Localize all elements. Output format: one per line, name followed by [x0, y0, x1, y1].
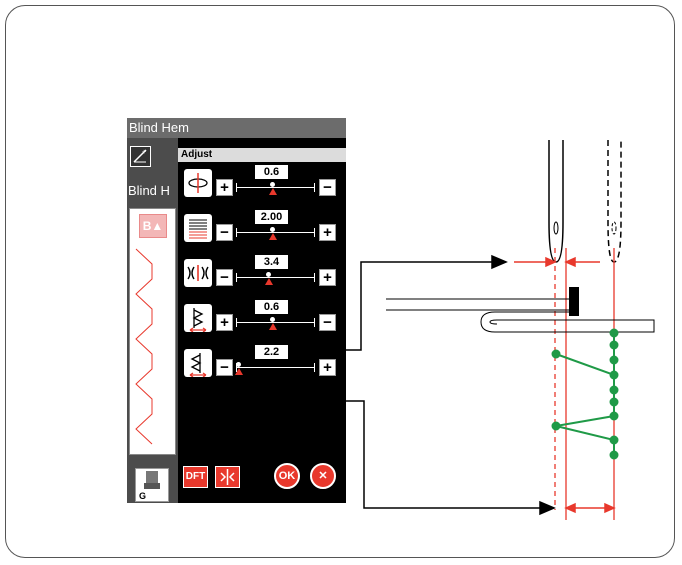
default-button[interactable]: DFT	[183, 466, 208, 488]
adjust-row-5: − 2.2 +	[178, 345, 346, 385]
decrease-button[interactable]: −	[319, 314, 336, 331]
slider-dot	[266, 272, 271, 277]
adjust-row-1: + 0.6 −	[178, 165, 346, 205]
slider-marker[interactable]	[235, 368, 243, 375]
slider-dot	[236, 362, 241, 367]
adjust-row-4: + 0.6 −	[178, 300, 346, 340]
adjust-row-2: − 2.00 +	[178, 210, 346, 250]
decrease-button[interactable]: −	[319, 179, 336, 196]
increase-button[interactable]: +	[319, 224, 336, 241]
value-display: 0.6	[255, 300, 288, 314]
slider-dot	[270, 227, 275, 232]
bite-dimension-arrow	[514, 256, 600, 268]
mode-icon[interactable]: +	[130, 146, 151, 167]
stitch-preview: B▲	[129, 208, 176, 455]
presser-foot-icon[interactable]: G	[135, 468, 169, 502]
decrease-button[interactable]: −	[216, 269, 233, 286]
adjust-panel: Adjust + 0.6 − − 2.00	[178, 148, 346, 503]
left-panel: + Blind H B▲ G	[127, 138, 178, 503]
stitch-width-icon	[184, 169, 212, 197]
adjust-row-3: − 3.4 +	[178, 255, 346, 295]
slider-track[interactable]	[236, 187, 314, 188]
screen-title: Blind Hem	[127, 118, 346, 138]
slider-track[interactable]	[236, 322, 314, 323]
blind-stitch-pattern	[551, 328, 619, 460]
pattern-name: Blind H	[128, 183, 170, 198]
value-display: 0.6	[255, 165, 288, 179]
value-display: 2.2	[255, 345, 288, 359]
fabric-fold	[386, 298, 655, 333]
mirror-button[interactable]	[215, 466, 240, 488]
increase-button[interactable]: +	[216, 179, 233, 196]
foot-label: G	[139, 491, 147, 501]
decrease-button[interactable]: −	[216, 359, 233, 376]
value-display: 3.4	[255, 255, 288, 269]
decrease-button[interactable]: −	[216, 224, 233, 241]
stitch-length-icon	[184, 214, 212, 242]
hem-guide-icon	[569, 287, 579, 316]
leader-line-bite	[346, 254, 508, 351]
bite-width-icon	[184, 304, 212, 333]
leader-line-pitch	[346, 400, 556, 516]
ok-button[interactable]: OK	[274, 463, 300, 489]
figure-frame	[5, 5, 675, 558]
pitch-width-icon	[184, 349, 212, 378]
slider-dot	[270, 317, 275, 322]
value-display: 2.00	[255, 210, 288, 224]
needle-icon	[548, 140, 564, 263]
slider-marker[interactable]	[269, 188, 277, 195]
needle-alt-position-icon	[607, 140, 622, 263]
increase-button[interactable]: +	[319, 269, 336, 286]
lcd-screen: Blind Hem + Blind H B▲ G Adjust + 0.6	[127, 118, 346, 503]
pattern-badge: B▲	[139, 214, 167, 238]
slider-track[interactable]	[236, 367, 314, 368]
slider-track[interactable]	[236, 277, 314, 278]
slider-marker[interactable]	[265, 278, 273, 285]
close-button[interactable]: ✕	[310, 463, 336, 489]
adjust-header: Adjust	[178, 148, 346, 162]
slider-marker[interactable]	[269, 323, 277, 330]
slider-track[interactable]	[236, 232, 314, 233]
slider-marker[interactable]	[269, 233, 277, 240]
increase-button[interactable]: +	[319, 359, 336, 376]
slider-dot	[270, 182, 275, 187]
svg-text:+: +	[142, 149, 146, 156]
increase-button[interactable]: +	[216, 314, 233, 331]
pitch-dimension-arrow	[564, 502, 616, 514]
needle-position-icon	[184, 259, 212, 287]
